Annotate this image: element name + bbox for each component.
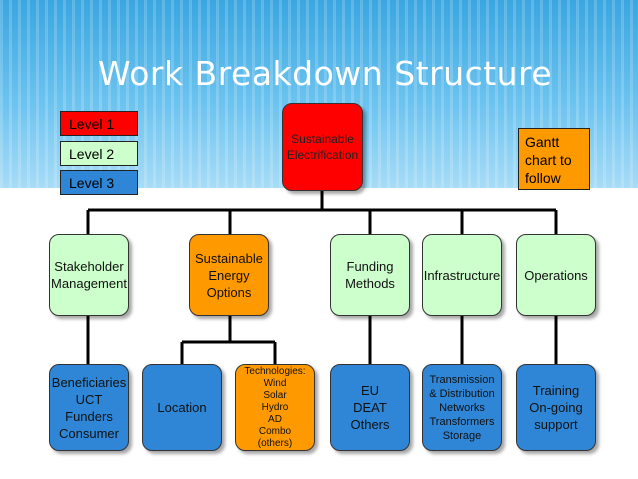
node-label: Infrastructure xyxy=(423,267,501,283)
node-label: Sustainable Electrification xyxy=(286,132,359,162)
node-label: Transmission & Distribution Networks Tra… xyxy=(429,373,495,442)
legend-level-2-label: Level 2 xyxy=(69,145,115,162)
gantt-note: Gantt chart to follow xyxy=(518,128,590,190)
node-label: Training On-going support xyxy=(529,383,583,432)
node-label: EU DEAT Others xyxy=(350,383,390,432)
legend-level-3-label: Level 3 xyxy=(69,174,115,191)
node-label: Beneficiaries UCT Funders Consumer xyxy=(51,374,127,441)
legend-level-1-label: Level 1 xyxy=(69,115,115,132)
node-label: Technologies: Wind Solar Hydro AD Combo … xyxy=(244,365,306,449)
node-funding-sources: EU DEAT Others xyxy=(330,364,410,451)
node-sustainable-energy-options: Sustainable Energy Options xyxy=(189,234,269,316)
legend-level-3: Level 3 xyxy=(60,170,138,195)
legend-level-2: Level 2 xyxy=(60,141,138,166)
legend-level-1: Level 1 xyxy=(60,111,138,136)
node-label: Sustainable Energy Options xyxy=(195,250,263,300)
node-stakeholder-management: Stakeholder Management xyxy=(49,234,129,316)
node-operations: Operations xyxy=(516,234,596,316)
node-label: Operations xyxy=(524,267,588,283)
page-title: Work Breakdown Structure xyxy=(98,54,553,93)
node-sustainable-electrification: Sustainable Electrification xyxy=(282,103,363,191)
node-technologies: Technologies: Wind Solar Hydro AD Combo … xyxy=(235,364,315,451)
node-infrastructure: Infrastructure xyxy=(422,234,502,316)
node-label: Funding Methods xyxy=(345,259,395,291)
node-funding-methods: Funding Methods xyxy=(330,234,410,316)
node-label: Stakeholder Management xyxy=(51,259,127,291)
node-label: Location xyxy=(157,400,207,415)
node-location: Location xyxy=(142,364,222,451)
node-operations-items: Training On-going support xyxy=(516,364,596,451)
node-stakeholder-list: Beneficiaries UCT Funders Consumer xyxy=(49,364,129,451)
node-infrastructure-items: Transmission & Distribution Networks Tra… xyxy=(422,364,502,451)
